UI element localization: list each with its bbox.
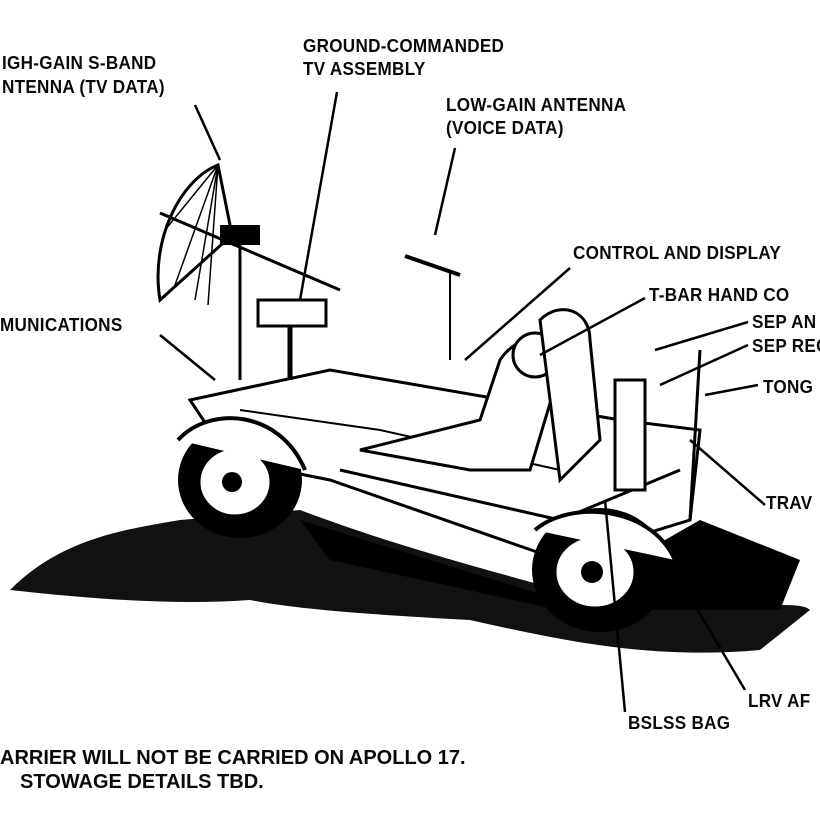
label-tv-assembly-2: TV ASSEMBLY [303, 59, 426, 79]
label-low-gain-antenna-2: (VOICE DATA) [446, 118, 564, 138]
label-tv-assembly-1: GROUND-COMMANDED [303, 36, 505, 56]
label-bslss-bag: BSLSS BAG [628, 713, 731, 733]
label-sep-antenna: SEP AN [752, 312, 817, 332]
label-communications: MUNICATIONS [0, 315, 123, 335]
note-line-2: STOWAGE DETAILS TBD. [20, 771, 264, 793]
label-control-display: CONTROL AND DISPLAY [573, 243, 782, 263]
leader-lines [159, 91, 766, 713]
label-high-gain-antenna-2: NTENNA (TV DATA) [2, 77, 165, 97]
rear-wheel [532, 508, 677, 632]
label-tongs: TONG [763, 377, 814, 397]
note-line-1: ARRIER WILL NOT BE CARRIED ON APOLLO 17. [0, 747, 466, 769]
tv-assembly [256, 298, 328, 328]
label-lrv-aft: LRV AF [748, 691, 811, 711]
front-wheel [176, 416, 307, 538]
rover-shadow [300, 520, 800, 610]
label-sep-receiver: SEP REC [752, 336, 820, 356]
high-gain-antenna [156, 162, 341, 380]
label-t-bar: T-BAR HAND CO [649, 285, 790, 305]
label-high-gain-antenna-1: IGH-GAIN S-BAND [2, 53, 157, 73]
label-low-gain-antenna-1: LOW-GAIN ANTENNA [446, 95, 627, 115]
label-traverse: TRAV [766, 493, 813, 513]
